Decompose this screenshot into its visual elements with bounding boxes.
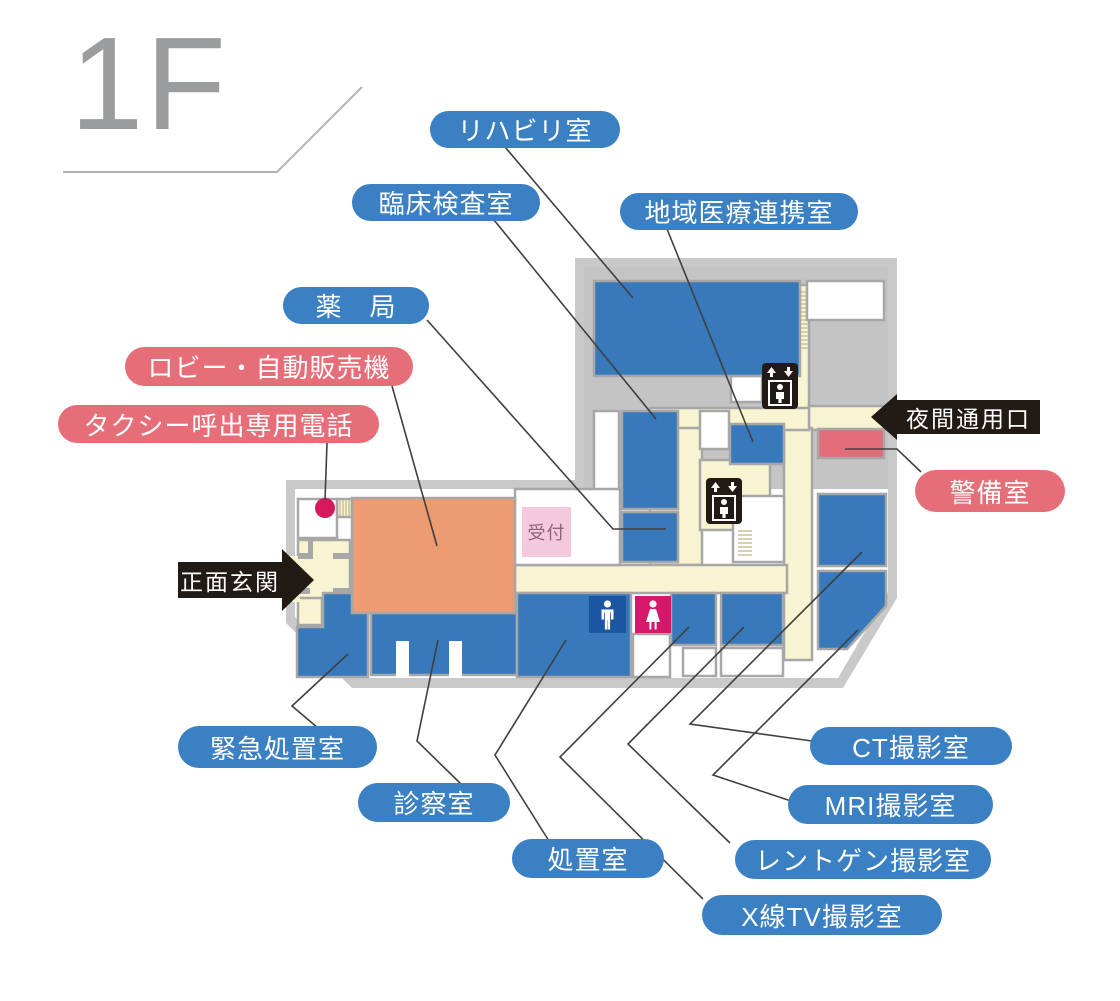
night-entrance-arrow-icon [871, 394, 897, 440]
room-label-text: 地域医療連携室 [644, 198, 834, 228]
room-label-emergency: 緊急処置室 [178, 726, 377, 768]
floor-title: 1F [70, 10, 229, 157]
blue-rooms [295, 279, 888, 679]
room-upper-right [805, 279, 886, 322]
main-entrance-label: 正面玄関 [180, 569, 280, 595]
room-label-text: 緊急処置室 [209, 733, 345, 764]
reception-label: 受付 [527, 523, 566, 543]
room-xray [719, 591, 785, 647]
room-label-text: 臨床検査室 [378, 189, 514, 219]
room-label-text: X線TV撮影室 [741, 901, 903, 932]
leader-regional-medical [666, 228, 754, 443]
room-label-taxi-phone: タクシー呼出専用電話 [58, 405, 379, 443]
room-label-mri: MRI撮影室 [788, 785, 993, 824]
room-lobby [350, 496, 517, 615]
room-label-text: ロビー・自動販売機 [147, 353, 391, 383]
stairs-reception [738, 530, 752, 556]
room-label-rehabilitation: リハビリ室 [430, 111, 620, 148]
female-restroom-icon [635, 596, 671, 633]
room-label-text: 薬 局 [315, 292, 397, 322]
leader-clinical-lab [493, 219, 657, 420]
room-label-pharmacy: 薬 局 [283, 287, 429, 324]
room-label-consultation: 診察室 [358, 783, 510, 822]
reception-desk [522, 507, 571, 557]
main-entrance-arrow-icon [282, 549, 314, 611]
room-mri [816, 569, 888, 651]
room-label-xray: レントゲン撮影室 [735, 840, 991, 879]
room-label-lobby-vending: ロビー・自動販売機 [125, 347, 413, 386]
floor-title-rule [63, 86, 363, 173]
room-label-security: 警備室 [915, 470, 1065, 512]
room-xray-tv [669, 591, 718, 647]
room-label-clinical-lab: 臨床検査室 [352, 184, 540, 221]
room-label-treatment: 処置室 [512, 839, 664, 878]
leader-rehabilitation [504, 146, 634, 299]
leader-pharmacy [426, 319, 666, 530]
consultation-dividers [396, 641, 462, 677]
room-regional-medical [728, 422, 786, 466]
leader-lobby [391, 385, 438, 547]
leader-treatment [494, 639, 567, 842]
leader-consultation [416, 639, 462, 785]
room-label-xray-tv: X線TV撮影室 [702, 895, 942, 935]
leader-taxi-phone [324, 442, 328, 501]
room-pharmacy [620, 510, 680, 564]
leader-mri [711, 629, 859, 802]
elevator-icon [706, 363, 798, 524]
night-entrance-label: 夜間通用口 [906, 406, 1031, 432]
night-entrance-tag: 夜間通用口 [871, 394, 1040, 440]
leader-security [845, 448, 922, 473]
room-label-text: MRI撮影室 [824, 791, 957, 821]
room-label-text: レントゲン撮影室 [754, 846, 971, 876]
room-rehabilitation [592, 279, 802, 378]
room-label-text: CT撮影室 [852, 732, 970, 763]
room-consultation-strip [369, 611, 519, 677]
room-slot-south [631, 632, 672, 679]
leader-xray [626, 626, 745, 844]
leader-emergency [290, 653, 349, 729]
room-label-text: リハビリ室 [457, 116, 593, 146]
male-restroom-icon [589, 596, 626, 633]
room-label-text: 処置室 [547, 845, 629, 875]
room-small-c [698, 409, 731, 451]
room-clinical-lab [620, 409, 680, 511]
room-label-regional-medical: 地域医療連携室 [620, 193, 858, 230]
room-label-text: 警備室 [949, 477, 1031, 508]
room-label-text: 診察室 [393, 789, 475, 819]
room-ct [816, 492, 888, 568]
leader-lines [290, 146, 922, 900]
taxi-phone-location-dot [315, 498, 335, 518]
main-entrance-tag: 正面玄関 [178, 549, 314, 611]
room-label-ct: CT撮影室 [810, 727, 1012, 765]
leader-ct [688, 551, 863, 742]
corridor-main-hall [513, 563, 789, 595]
room-label-text: タクシー呼出専用電話 [83, 410, 354, 441]
